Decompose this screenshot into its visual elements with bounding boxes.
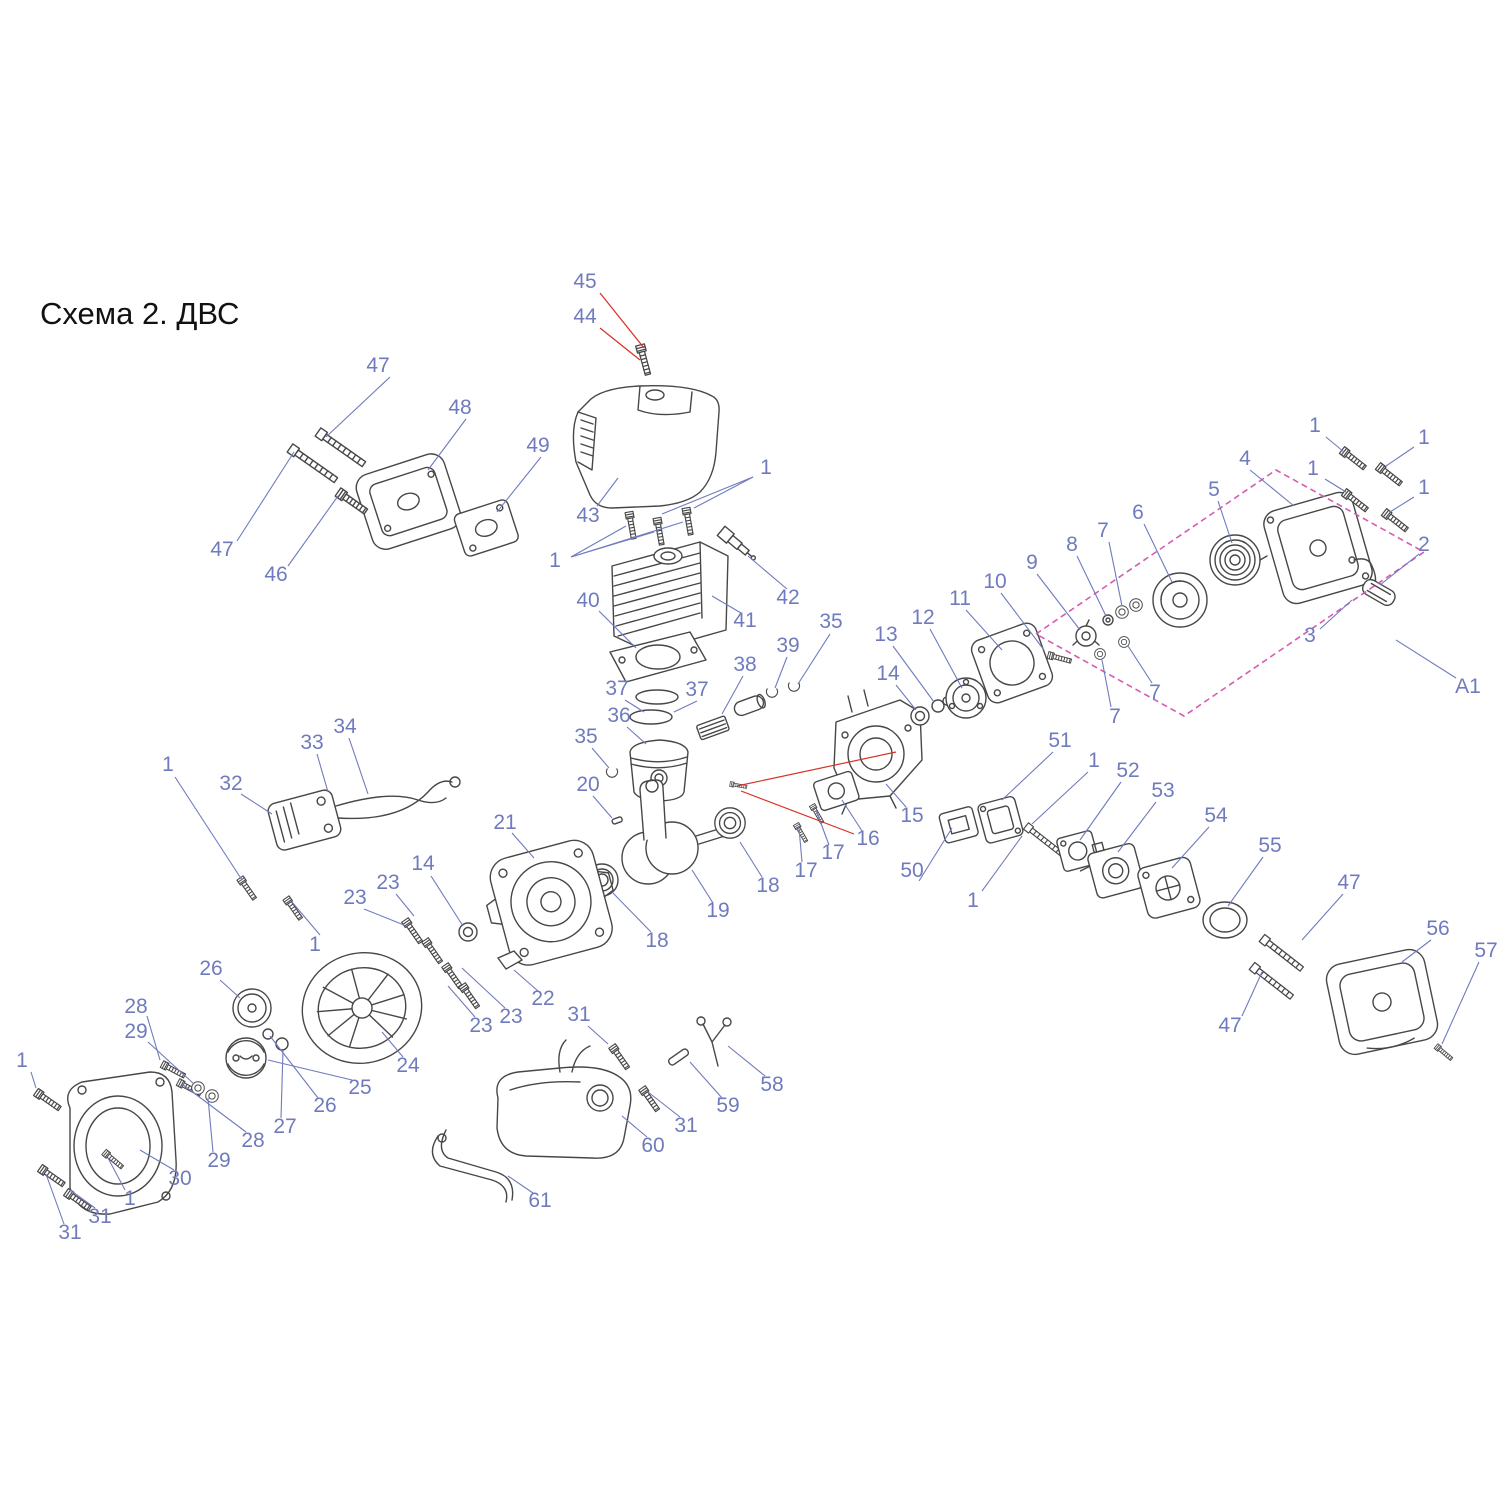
- cylinder-bolts: [624, 506, 696, 547]
- part-starter-housing: [1263, 491, 1373, 605]
- part-muffler: [355, 453, 462, 550]
- crankcase-screws: [729, 781, 826, 844]
- top-bolt: [635, 343, 653, 377]
- part-crankcase: [833, 689, 923, 815]
- part-crankshaft: [559, 779, 742, 906]
- clutch-hardware: [159, 1028, 289, 1103]
- part-starter-handle: [1348, 556, 1396, 607]
- red-leader-lines: [599, 292, 897, 835]
- muffler-bolts: [286, 427, 370, 517]
- part-fan-housing: [67, 1071, 177, 1215]
- part-cylinder: [611, 541, 729, 653]
- part-fork-58: [696, 1016, 732, 1067]
- piston-rings: [629, 689, 679, 725]
- part-mount-plate: [812, 770, 860, 812]
- part-clutch-drum: [232, 988, 272, 1028]
- part-top-cover: [572, 385, 720, 509]
- part-insulator-51: [977, 795, 1024, 844]
- part-cylinder-gasket: [609, 631, 707, 683]
- part-woodruff-key: [611, 816, 623, 825]
- part-bracket-61: [431, 1129, 514, 1203]
- part-intake-gasket-50: [938, 806, 979, 844]
- part-clip-22: [497, 950, 523, 970]
- starter-small-parts: [910, 598, 1143, 726]
- filter-bolts-47: [1248, 933, 1306, 1002]
- part-filter-ring-55: [1202, 901, 1248, 939]
- part-fuel-tank: [496, 1039, 632, 1159]
- part-muffler-gasket: [453, 499, 519, 557]
- part-pin-59: [667, 1048, 690, 1066]
- diagram-title: Схема 2. ДВС: [40, 296, 240, 331]
- part-spark-plug: [716, 525, 757, 561]
- part-starter-pulley: [1152, 572, 1208, 628]
- part-clutch: [225, 1037, 267, 1079]
- part-ignition-coil: [267, 776, 461, 851]
- assembly-boundary-a1: [1034, 469, 1426, 717]
- part-piston-pin: [733, 693, 766, 717]
- washer-14-left: [458, 922, 478, 942]
- part-filter-base-54: [1137, 856, 1201, 919]
- part-crankcase-cover: [486, 839, 614, 966]
- part-needle-bearing: [696, 715, 730, 741]
- coil-bolts: [236, 875, 305, 922]
- leader-lines: [30, 376, 1480, 1225]
- part-flywheel: [301, 951, 423, 1065]
- screw-57: [1433, 1043, 1454, 1062]
- part-rewind-spring: [1209, 534, 1268, 586]
- part-filter-cover-56: [1325, 948, 1439, 1056]
